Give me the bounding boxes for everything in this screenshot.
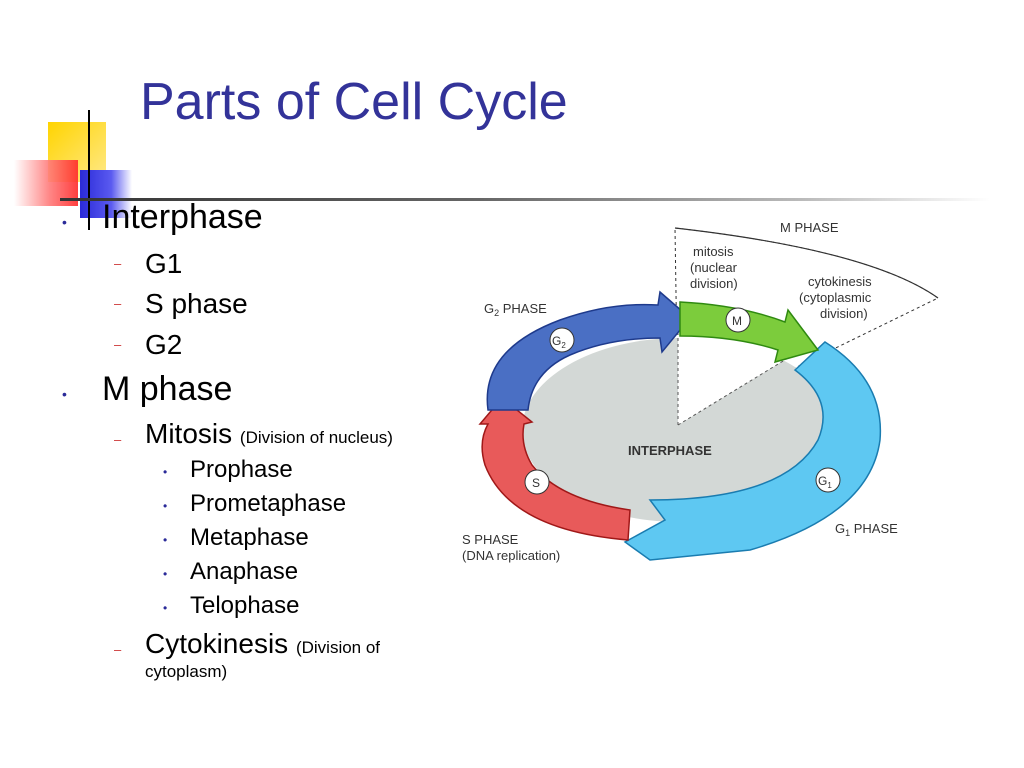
bullet-g2: G2: [145, 329, 183, 360]
decor-vertical-line: [88, 110, 90, 230]
cytokinesis-label: Cytokinesis: [145, 628, 289, 659]
dash-marker: –: [114, 296, 122, 311]
sub-bullet-marker: •: [163, 567, 168, 581]
m-phase-cutout: [678, 330, 788, 425]
m-arc: [679, 301, 820, 364]
m-phase-label: M PHASE: [780, 220, 839, 235]
m-phase-arc: [674, 227, 939, 299]
s-badge-text: S: [532, 476, 540, 490]
g2-badge-text: G2: [552, 334, 566, 350]
m-badge-text: M: [732, 314, 742, 328]
s-phase-label-2: (DNA replication): [462, 548, 560, 563]
dash-marker: –: [114, 642, 122, 657]
cytokinesis-note-a: (Division of: [295, 638, 381, 657]
cell-cycle-diagram: G2 M S G1 M PHASE mitosis (nuclear divis…: [462, 220, 939, 563]
mitosis-note: (Division of nucleus): [239, 428, 393, 447]
s-badge: [524, 469, 550, 495]
s-arc: [478, 396, 631, 541]
g2-arc: [486, 290, 692, 411]
m-badge: [725, 307, 751, 333]
sub-bullet-marker: •: [163, 601, 168, 615]
cytokinesis-label-2: (cytoplasmic: [799, 290, 872, 305]
bullet-prophase: Prophase: [190, 456, 293, 483]
bullet-prometaphase: Prometaphase: [190, 490, 347, 517]
bullet-telophase: Telophase: [190, 592, 300, 619]
cytokinesis-label-3: division): [820, 306, 868, 321]
sub-bullet-marker: •: [163, 533, 168, 547]
g1-badge-text: G1: [818, 474, 832, 490]
interphase-disc: [522, 338, 838, 522]
bullet-s-phase: S phase: [145, 288, 248, 319]
mitosis-label-2: (nuclear: [690, 260, 738, 275]
dash-marker: –: [114, 256, 122, 271]
interphase-label: INTERPHASE: [628, 443, 712, 458]
dash-marker: –: [114, 337, 122, 352]
slide-title: Parts of Cell Cycle: [140, 73, 568, 131]
g2-badge: [549, 327, 575, 353]
bullet-metaphase: Metaphase: [190, 524, 309, 551]
bullet-marker: •: [62, 214, 67, 230]
cytokinesis-label-1: cytokinesis: [808, 274, 872, 289]
sub-bullet-marker: •: [163, 499, 168, 513]
mitosis-label-3: division): [690, 276, 738, 291]
bullet-mitosis: Mitosis (Division of nucleus): [145, 418, 393, 450]
title-underline: [60, 198, 990, 201]
bullet-marker: •: [62, 386, 67, 402]
mitosis-label: Mitosis: [145, 418, 233, 449]
s-phase-label-1: S PHASE: [462, 532, 519, 547]
cytokinesis-note-b: cytoplasm): [145, 662, 228, 681]
sub-bullet-marker: •: [163, 465, 168, 479]
g1-phase-label: G1 PHASE: [835, 521, 898, 538]
bullet-interphase: Interphase: [102, 198, 263, 236]
bullet-cytokinesis: Cytokinesis (Division of: [145, 628, 380, 660]
bullet-g1: G1: [145, 248, 183, 279]
g1-arc: [623, 341, 882, 561]
dash-marker: –: [114, 432, 122, 447]
g2-phase-label: G2 PHASE: [484, 301, 547, 318]
bullet-anaphase: Anaphase: [190, 558, 299, 585]
mitosis-label-1: mitosis: [693, 244, 734, 259]
bullet-m-phase: M phase: [102, 370, 233, 408]
g1-badge: [815, 467, 841, 493]
